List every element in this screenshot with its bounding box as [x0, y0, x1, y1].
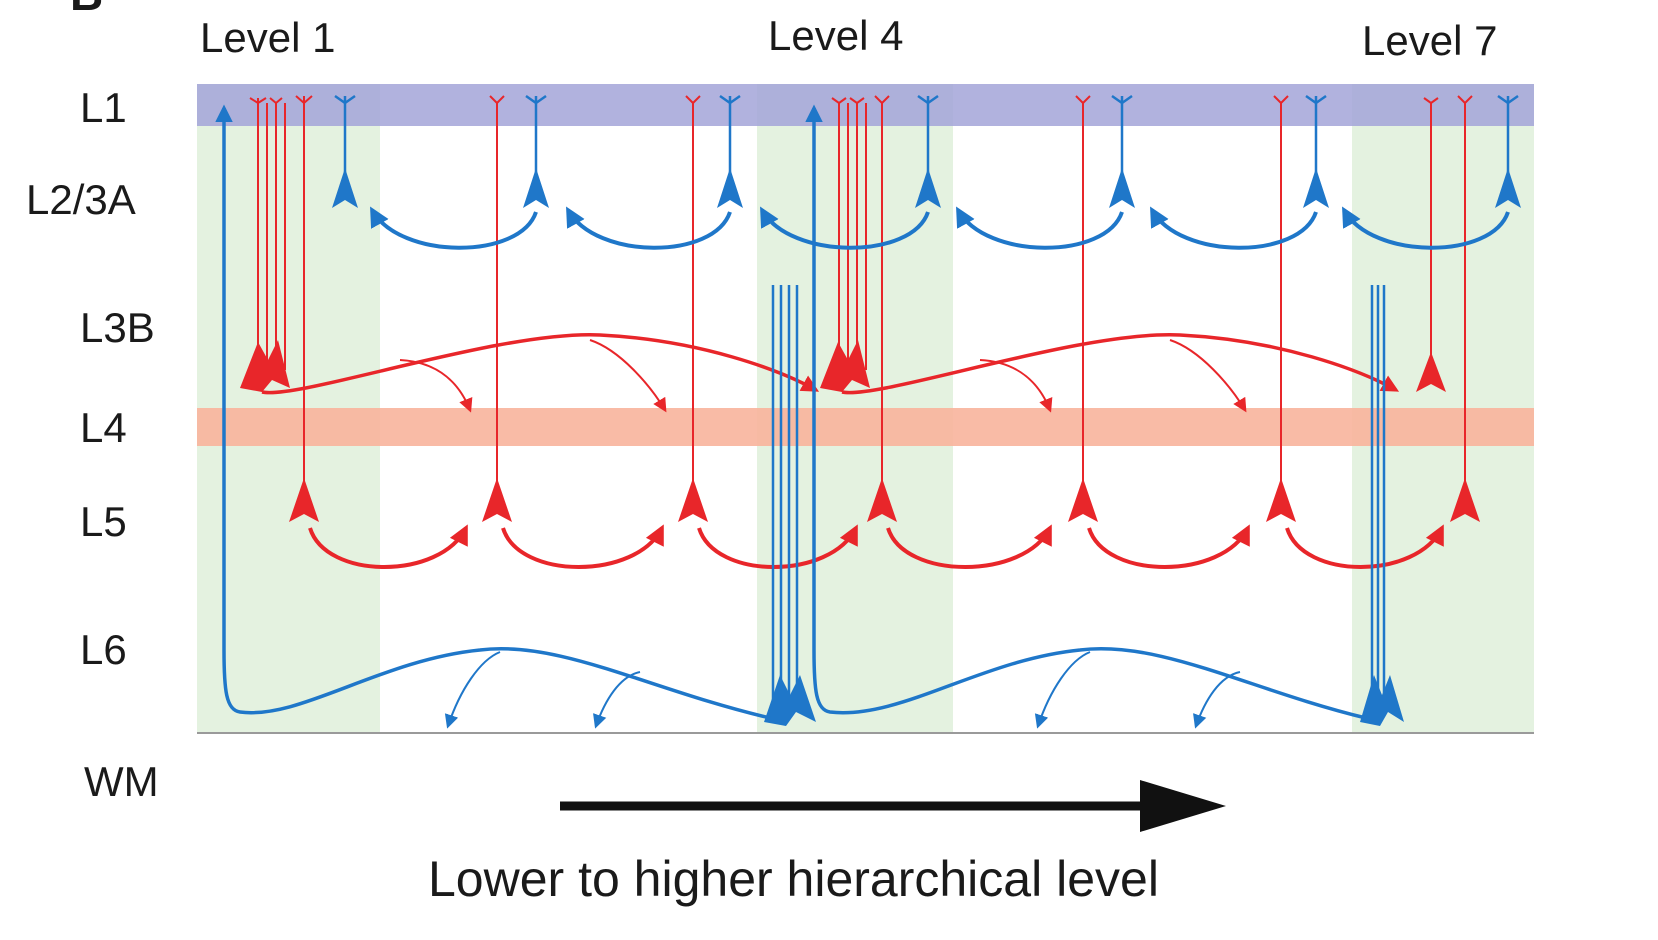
blue-l6-axon-bundles: [771, 285, 1386, 705]
red-neuron-cluster-icon: [240, 340, 290, 392]
red-feedforward-arcs-l3b: [261, 333, 1400, 413]
red-neuron-icon: [1266, 478, 1296, 522]
layer-label-wm: WM: [84, 758, 159, 805]
red-neuron-cluster-icon: [820, 340, 870, 392]
blue-feedback-arcs-l23: [370, 206, 1510, 250]
blue-neuron-cluster-icon: [1360, 675, 1404, 726]
blue-neuron-icon: [1303, 168, 1329, 208]
level-label-7: Level 7: [1362, 17, 1497, 64]
red-neuron-icon: [1450, 478, 1480, 522]
level-label-4: Level 4: [768, 12, 903, 59]
red-neuron-icon: [289, 478, 319, 522]
blue-neuron-icon: [332, 168, 358, 208]
blue-neuron-icon: [523, 168, 549, 208]
blue-neuron-icon: [1109, 168, 1135, 208]
level-label-1: Level 1: [200, 14, 335, 61]
blue-neuron-icon: [915, 168, 941, 208]
red-neuron-icon: [678, 478, 708, 522]
red-neuron-icon: [867, 478, 897, 522]
blue-neuron-icon: [1495, 168, 1521, 208]
layer-label-l1: L1: [80, 84, 127, 131]
blue-neuron-icon: [717, 168, 743, 208]
red-dendrite-tufts: [249, 95, 1473, 104]
red-pyramidal-cells-l5: [289, 478, 1480, 522]
hierarchy-arrow: [560, 780, 1226, 832]
panel-letter: B: [70, 0, 103, 20]
red-neuron-icon: [482, 478, 512, 522]
red-neuron-icon: [1416, 352, 1446, 392]
red-neuron-icon: [1068, 478, 1098, 522]
layer-label-l6: L6: [80, 626, 127, 673]
red-pyramidal-cells-l3b: [240, 340, 1446, 392]
red-apical-dendrites: [257, 103, 1466, 490]
layer-label-l4: L4: [80, 404, 127, 451]
blue-neuron-cluster-icon: [764, 675, 816, 726]
blue-pyramidal-cells-l23: [332, 168, 1521, 208]
hierarchy-caption: Lower to higher hierarchical level: [428, 851, 1159, 907]
layer-label-l23a: L2/3A: [26, 176, 136, 223]
layer-label-l5: L5: [80, 498, 127, 545]
blue-feedback-arcs-l6: [215, 104, 1367, 729]
layer-4-band: [197, 408, 1534, 446]
blue-pyramidal-cells-l6: [764, 675, 1404, 726]
layer-label-l3b: L3B: [80, 304, 155, 351]
blue-apical-dendrites: [334, 94, 1519, 178]
